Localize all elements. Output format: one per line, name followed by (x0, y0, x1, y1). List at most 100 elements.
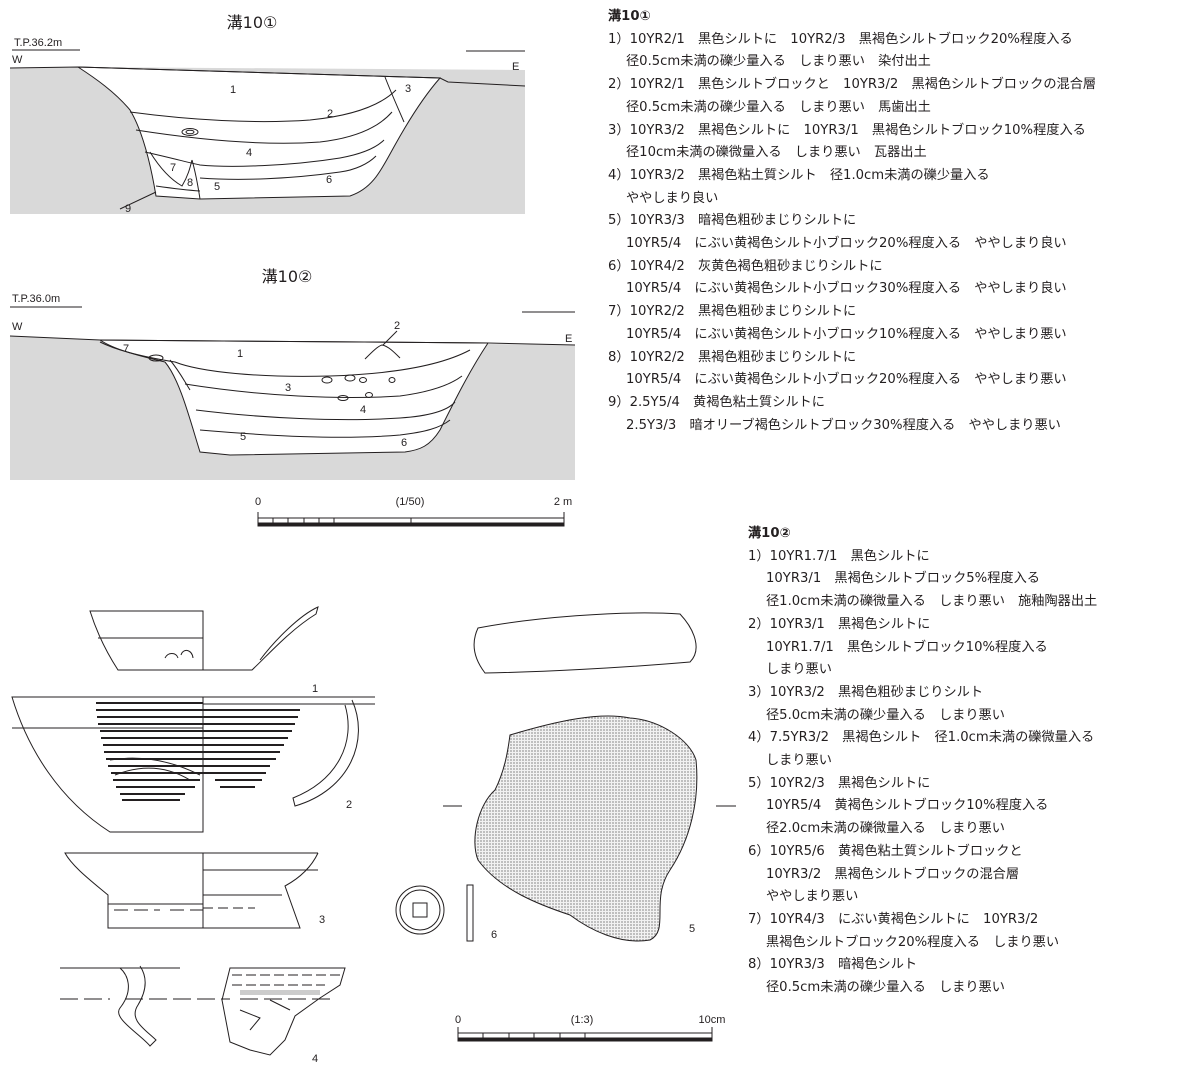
section-2-ditch (98, 339, 489, 456)
section-2: 溝10② T.P.36.0m W E (9, 267, 576, 480)
note-line: 3）10YR3/2 黒褐色粗砂まじりシルト (748, 684, 984, 700)
note-line: しまり悪い (766, 753, 832, 769)
artifact-2-label: 2 (346, 799, 352, 811)
stone (148, 354, 164, 362)
artifact-5: 5 (443, 612, 736, 942)
stone (344, 374, 356, 382)
stone (365, 392, 373, 398)
stone (321, 376, 333, 384)
section-1-ditch (76, 66, 442, 200)
note-line: 径1.0cm未満の礫微量入る しまり悪い 施釉陶器出土 (766, 594, 1098, 610)
note-line: 黒褐色シルトブロック20%程度入る しまり悪い (766, 934, 1060, 950)
layer-boundary (364, 344, 401, 360)
layer-3-label: 3 (405, 83, 411, 95)
note-line: 10YR3/2 黒褐色シルトブロックの混合層 (766, 866, 1020, 882)
layer-2-label: 2 (327, 108, 333, 120)
note-line: 8）10YR3/3 暗褐色シルト (748, 957, 918, 973)
section-1-layer-labels: 1 2 3 4 5 6 7 8 9 (125, 83, 411, 215)
coin-outline (395, 885, 445, 935)
layer-6-label: 6 (326, 174, 332, 186)
coin-hole (412, 902, 428, 918)
artifact-2-striations (96, 702, 300, 801)
section-1-elevation: T.P.36.2m (14, 37, 62, 49)
section-2-elevation: T.P.36.0m (12, 293, 60, 305)
note-line: 3）10YR3/2 黒褐色シルトに 10YR3/1 黒褐色シルトブロック10%程… (608, 122, 1086, 138)
note-line: 10YR5/4 黄褐色シルトブロック10%程度入る (766, 798, 1049, 814)
layer-4-label: 4 (246, 147, 252, 159)
layer-boundary (155, 185, 201, 192)
layer-9-label: 9 (125, 203, 131, 215)
layer-boundary (129, 89, 397, 123)
layer-boundary (384, 76, 405, 123)
layer-7-label: 7 (170, 162, 176, 174)
layer-boundary (184, 375, 463, 398)
section-2-layer-labels: 1 2 3 4 5 6 7 (123, 320, 407, 449)
stone (359, 377, 367, 383)
artifact-3: 3 (64, 852, 325, 929)
notes-2: 溝10② 1）10YR1.7/1 黒色シルトに 10YR3/1 黒褐色シルトブロ… (748, 523, 1097, 1000)
section-2-west: W (12, 321, 23, 333)
note-line: 径0.5cm未満の礫少量入る しまり悪い (766, 980, 1005, 996)
artifact-1-label: 1 (312, 683, 318, 695)
note-line: 1）10YR2/1 黒色シルトに 10YR2/3 黒褐色シルトブロック20%程度… (608, 31, 1073, 47)
layer-boundary (135, 111, 393, 144)
layer-3-label: 3 (285, 382, 291, 394)
scale-end: 10cm (699, 1014, 726, 1026)
scale-start: 0 (255, 496, 261, 508)
note-line: 7）10YR2/2 黒褐色粗砂まじりシルトに (608, 304, 857, 320)
artifact-6-label: 6 (491, 929, 497, 941)
artifact-2: 2 (11, 696, 375, 833)
note-line: 4）7.5YR3/2 黒褐色シルト 径1.0cm未満の礫微量入る (748, 730, 1095, 746)
section-1: 溝10① T.P.36.2m W E (9, 13, 526, 214)
layer-boundary (99, 341, 471, 377)
notes-1-heading: 溝10① (608, 9, 651, 24)
layer-1-label: 1 (230, 84, 236, 96)
note-line: 6）10YR5/6 黄褐色粘土質シルトブロックと (748, 843, 1023, 859)
artifact-1-profile (89, 610, 204, 671)
note-line: 径0.5cm未満の礫少量入る しまり悪い 馬歯出土 (626, 99, 931, 115)
artifact-3-profile (64, 852, 204, 929)
notes-2-heading: 溝10② (748, 526, 791, 541)
layer-boundary (195, 401, 456, 421)
layer-1-label: 1 (237, 348, 243, 360)
note-line: ややしまり悪い (766, 889, 859, 905)
artifact-2-profile (11, 696, 204, 833)
scale-start: 0 (455, 1014, 461, 1026)
layer-4-label: 4 (360, 404, 366, 416)
section-1-east: E (512, 61, 519, 73)
leader-line-9 (119, 191, 157, 210)
notes-1: 溝10① 1）10YR2/1 黒色シルトに 10YR2/3 黒褐色シルトブロック… (608, 6, 1096, 437)
note-line: 6）10YR4/2 灰黄色褐色粗砂まじりシルトに (608, 258, 883, 274)
note-line: 径5.0cm未満の礫少量入る しまり悪い (766, 707, 1005, 723)
note-line: 径2.0cm未満の礫微量入る しまり悪い (766, 821, 1005, 837)
note-line: 4）10YR3/2 黒褐色粘土質シルト 径1.0cm未満の礫少量入る (608, 167, 990, 183)
note-line: 5）10YR3/3 暗褐色粗砂まじりシルトに (608, 213, 857, 229)
coin-section (466, 884, 474, 942)
scale-bar-base (457, 1037, 713, 1042)
stone (388, 377, 396, 383)
artifact-4-label: 4 (312, 1053, 318, 1065)
layer-boundary (169, 359, 191, 391)
note-line: 2）10YR3/1 黒褐色シルトに (748, 616, 931, 632)
section-1-title: 溝10① (227, 13, 278, 32)
layer-boundary (199, 155, 377, 180)
section-1-west: W (12, 54, 23, 66)
section-2-title: 溝10② (262, 267, 313, 286)
scale-bar-section: 0 (1/50) 2 m (255, 496, 572, 527)
artifact-5-label: 5 (689, 923, 695, 935)
layer-5-label: 5 (214, 181, 220, 193)
artifact-4: 4 (60, 965, 346, 1065)
note-line: 1）10YR1.7/1 黒色シルトに (748, 548, 930, 564)
note-line: 9）2.5Y5/4 黄褐色粘土質シルトに (608, 394, 825, 410)
layer-5-label: 5 (240, 431, 246, 443)
note-line: 5）10YR2/3 黒褐色シルトに (748, 775, 931, 791)
note-line: しまり悪い (766, 662, 832, 678)
layer-7-label: 7 (123, 343, 129, 355)
note-line: 7）10YR4/3 にぶい黄褐色シルトに 10YR3/2 (748, 911, 1039, 927)
note-line: 径10cm未満の礫微量入る しまり悪い 瓦器出土 (626, 145, 927, 161)
note-line: ややしまり良い (626, 190, 719, 206)
coin-rim (399, 889, 441, 931)
layer-6-label: 6 (401, 437, 407, 449)
note-line: 10YR5/4 にぶい黄褐色シルト小ブロック20%程度入る ややしまり悪い (626, 372, 1067, 388)
